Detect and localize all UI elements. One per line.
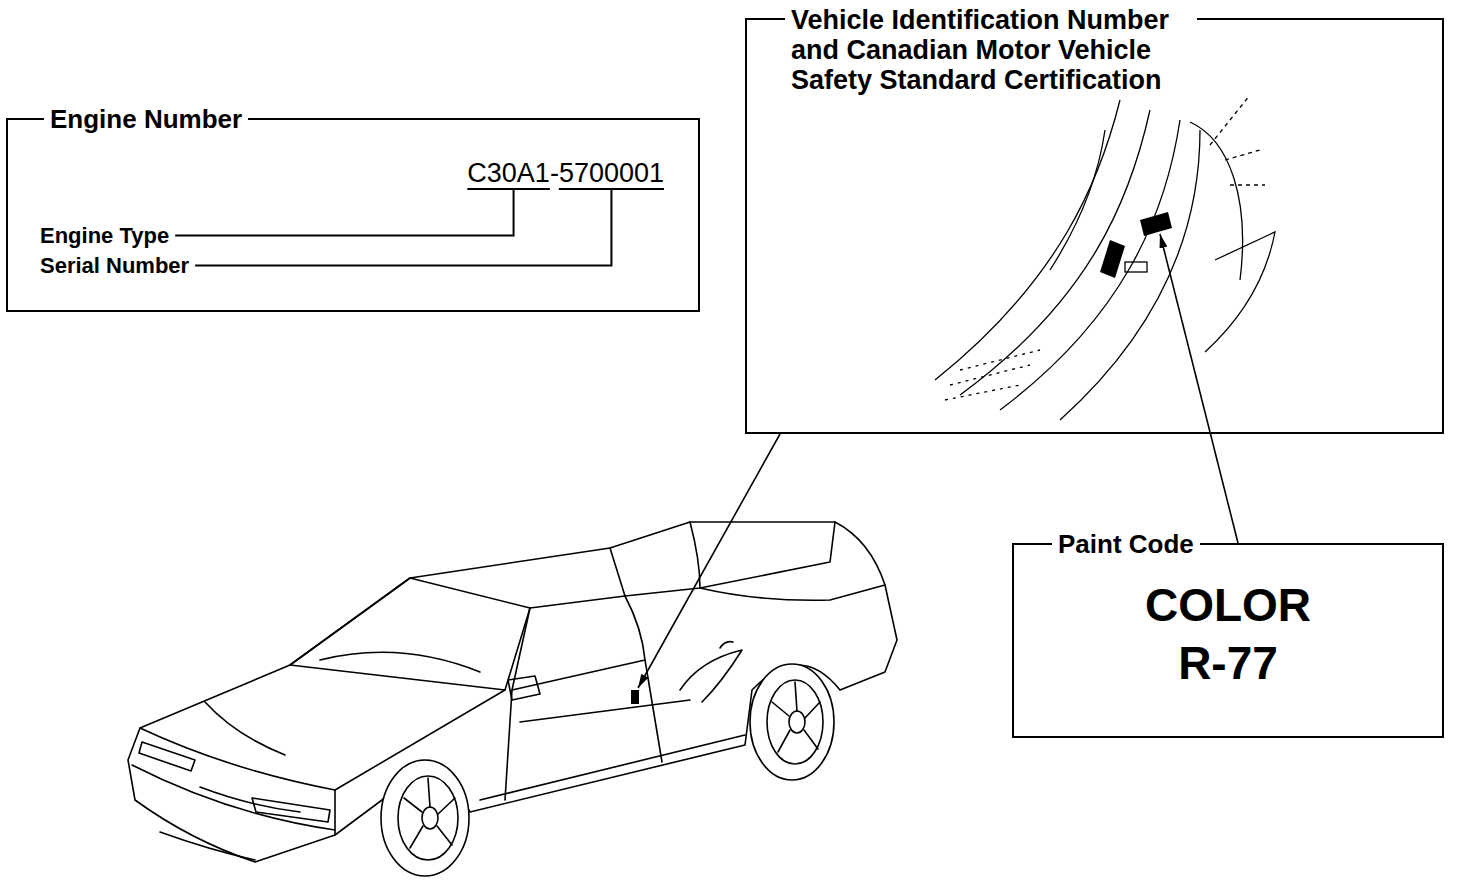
leader-line <box>195 189 611 266</box>
jamb-line <box>1050 130 1105 270</box>
fuel-lid <box>720 642 733 648</box>
front-corner <box>334 790 336 835</box>
windshield <box>290 578 530 690</box>
hidden-line <box>1210 95 1265 185</box>
front-spokes <box>404 778 455 848</box>
engine-number: C30A1-5700001 <box>467 158 664 189</box>
paint-code: R-77 <box>1014 637 1442 689</box>
hood-front-edge <box>140 728 335 790</box>
rear-hub <box>789 711 805 733</box>
leader-lines <box>175 189 664 266</box>
box-heading: Engine Number <box>44 104 248 134</box>
sill-line <box>480 735 745 800</box>
headlamp <box>139 742 195 771</box>
paint-code-box: Paint CodeCOLORR-77 <box>1012 543 1444 738</box>
side-intake <box>680 650 742 702</box>
hood-line <box>205 702 285 755</box>
car-body <box>128 522 897 862</box>
part-label: Engine Type <box>40 223 169 248</box>
jamb-line <box>1000 120 1180 410</box>
front-hub <box>422 807 438 829</box>
vin-label-mark <box>1100 240 1125 278</box>
grille-line <box>200 787 300 812</box>
part-label: Serial Number <box>40 253 189 278</box>
box-heading: Vehicle Identification Number and Canadi… <box>785 5 1197 95</box>
rear-fender <box>700 585 885 600</box>
door-jamb-drawing <box>935 95 1275 420</box>
car-drawing <box>128 522 897 876</box>
rear-glass <box>700 522 835 588</box>
leader-line <box>175 189 513 236</box>
engine-number-box: Engine NumberC30A1-5700001Engine TypeSer… <box>6 118 700 312</box>
latch <box>1125 262 1147 272</box>
front-tire <box>381 760 469 876</box>
hidden-line <box>945 350 1040 400</box>
character-line <box>520 700 690 722</box>
vin-location-box: Vehicle Identification Number and Canadi… <box>745 18 1444 434</box>
spoiler-line <box>160 832 255 860</box>
underline <box>467 188 550 190</box>
door-edge <box>1205 232 1275 352</box>
windshield-reflection <box>320 652 480 672</box>
door-line <box>505 690 512 800</box>
pointer-arrow <box>638 434 780 688</box>
jamb-line <box>1060 130 1200 420</box>
vin-location-mark <box>631 690 639 704</box>
roof-line <box>625 522 700 596</box>
headlamp <box>252 798 330 822</box>
rear-spokes <box>772 682 820 752</box>
roof-pillar <box>610 548 625 596</box>
mirror <box>508 676 540 700</box>
paint-code-label-mark <box>1140 212 1172 236</box>
jamb-line <box>1190 122 1243 280</box>
box-heading: Paint Code <box>1052 529 1200 559</box>
jamb-line <box>960 110 1150 395</box>
door-line <box>645 660 662 762</box>
front-rim <box>398 776 458 860</box>
rear-rim <box>767 680 823 764</box>
bumper-line <box>132 765 335 830</box>
paint-code: COLOR <box>1014 579 1442 631</box>
rear-tire <box>750 664 834 780</box>
pointer-arrow <box>1160 234 1238 543</box>
